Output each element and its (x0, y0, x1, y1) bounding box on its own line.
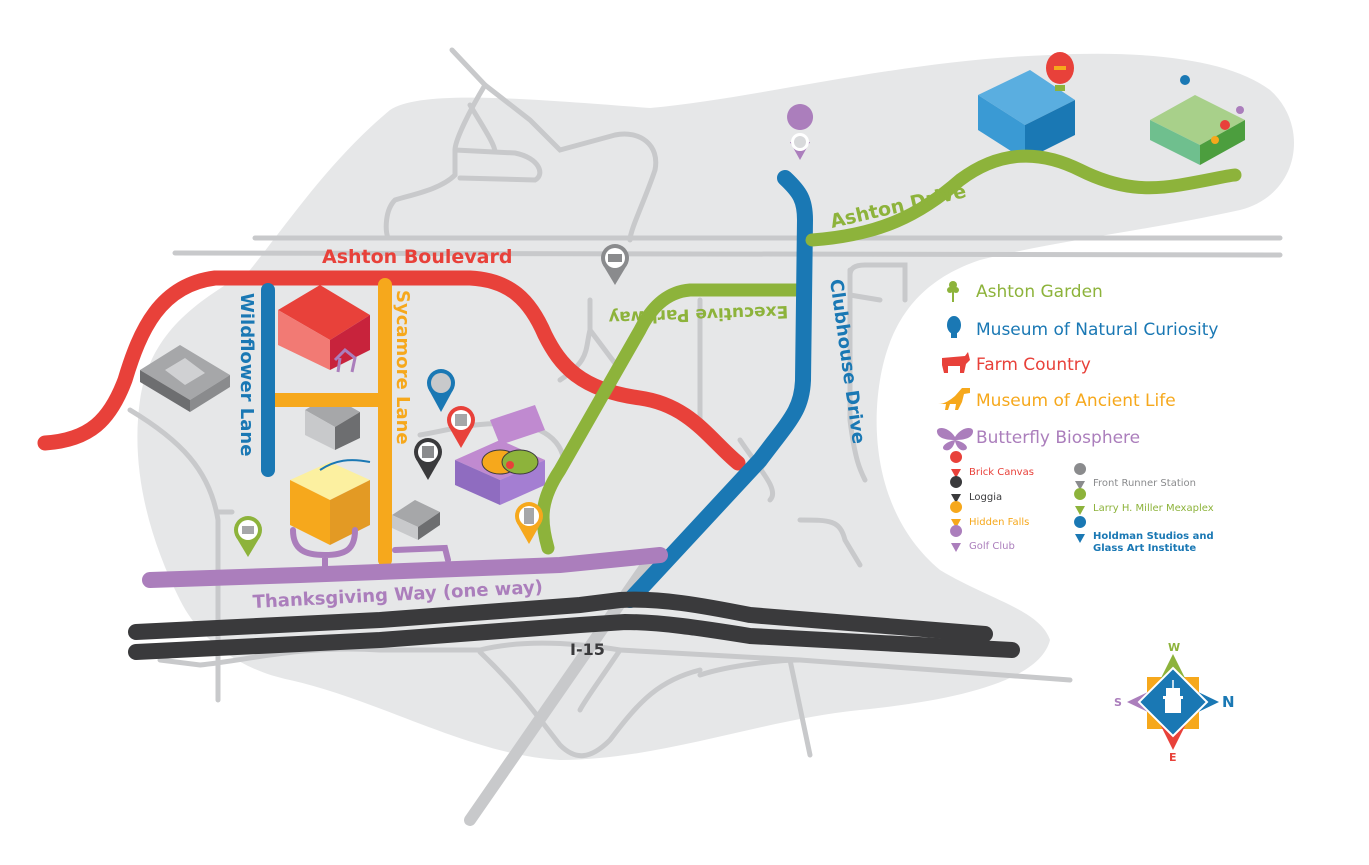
butterfly-biosphere-building (455, 405, 545, 505)
label-i15: I-15 (570, 640, 605, 659)
tower-icon (1163, 680, 1183, 713)
road-i15-upper (128, 591, 993, 642)
pin-hidden-falls[interactable] (515, 502, 543, 544)
road-clubhouse-drive (622, 170, 814, 608)
farm-country-barn (278, 273, 370, 373)
label-sycamore-lane: Sycamore Lane (392, 290, 413, 445)
pin-icon (950, 525, 963, 552)
road-executive-parkway (536, 283, 810, 555)
minor-road (787, 657, 813, 758)
minor-road (797, 517, 863, 568)
pin-icon (1074, 463, 1087, 490)
golf-clubhouse (392, 500, 440, 540)
road-ashton-boulevard (37, 270, 746, 471)
legend-label: Butterfly Biosphere (976, 428, 1140, 448)
legend-attractions: Ashton Garden Museum of Natural Curiosit… (936, 281, 1218, 451)
minor-road (383, 82, 488, 241)
ashton-garden-building (1150, 75, 1245, 165)
compass-rose: W E S N (1114, 641, 1235, 764)
legend-item-farm-country: Farm Country (942, 352, 1091, 375)
label-ashton-boulevard: Ashton Boulevard (322, 246, 512, 268)
legend-item-hidden-falls: Hidden Falls (950, 501, 1029, 528)
legend-label: Larry H. Miller Mexaplex (1093, 503, 1214, 514)
pin-icon (950, 476, 963, 503)
road-thanksgiving-way (142, 547, 668, 588)
legend-label: Golf Club (969, 541, 1015, 552)
legend-item-butterfly-biosphere: Butterfly Biosphere (936, 427, 1140, 451)
pin-icon (950, 501, 963, 528)
pin-front-runner-station[interactable] (601, 244, 629, 285)
legend-item-ashton-garden: Ashton Garden (947, 281, 1103, 302)
compass-label-east: E (1169, 751, 1177, 764)
pin-holdman-studios[interactable] (427, 369, 455, 412)
legend-label: Brick Canvas (969, 467, 1034, 478)
pin-larry-h-miller-megaplex[interactable] (234, 516, 262, 557)
legend-item-museum-of-ancient-life: Museum of Ancient Life (938, 388, 1176, 411)
minor-road (847, 292, 883, 303)
cow-icon (942, 352, 970, 373)
minor-road (172, 250, 1283, 258)
compass-label-north: N (1222, 693, 1235, 711)
compass-label-west: W (1168, 641, 1180, 654)
buildings (140, 52, 1245, 545)
legend-label: Museum of Ancient Life (976, 391, 1176, 411)
land-shape (137, 53, 1295, 761)
pin-icon (1074, 516, 1087, 543)
pin-loggia[interactable] (414, 438, 442, 480)
pin-golf-club[interactable] (787, 104, 814, 160)
legend-pins-left: Brick Canvas Loggia Hidden Falls Golf Cl… (950, 451, 1034, 552)
road-thanksgiving-spur (290, 527, 451, 571)
legend-item-larry-h-miller-megaplex: Larry H. Miller Mexaplex (1074, 488, 1214, 515)
tree-icon (947, 281, 959, 302)
label-wildflower-lane: Wildflower Lane (236, 293, 257, 456)
legend-label: Museum of Natural Curiosity (976, 320, 1218, 340)
butterfly-icon (936, 427, 974, 451)
legend-item-loggia: Loggia (950, 476, 1002, 503)
minor-road (452, 147, 543, 183)
pin-icon (950, 451, 963, 478)
minor-road (577, 647, 623, 713)
land-area (137, 53, 1295, 761)
legend-item-golf-club: Golf Club (950, 525, 1015, 552)
legend-label: Ashton Garden (976, 282, 1103, 302)
map-pins (234, 104, 814, 557)
legend-label: Hidden Falls (969, 517, 1029, 528)
legend-label-line2: Glass Art Institute (1093, 543, 1196, 554)
legend-label: Front Runner Station (1093, 478, 1196, 489)
legend-label: Farm Country (976, 355, 1091, 375)
balloon-icon (947, 316, 961, 338)
pin-icon (1074, 488, 1087, 515)
legend-pins-right: Front Runner Station Larry H. Miller Mex… (1074, 463, 1214, 554)
legend-item-holdman-studios: Holdman Studios and Glass Art Institute (1074, 516, 1214, 554)
apartment-complex (140, 345, 230, 412)
legend-item-brick-canvas: Brick Canvas (950, 451, 1034, 478)
road-ashton-drive (805, 149, 1242, 247)
legend-label: Holdman Studios and (1093, 531, 1214, 542)
legend-label: Loggia (969, 492, 1002, 503)
minor-road (449, 47, 659, 243)
minor-road (697, 657, 803, 678)
road-i15-lower (128, 613, 1020, 660)
minor-road (477, 649, 703, 759)
compass-label-south: S (1114, 696, 1122, 709)
museum-of-ancient-life (290, 459, 371, 545)
legend-item-museum-of-natural-curiosity: Museum of Natural Curiosity (947, 316, 1218, 340)
minor-road (847, 262, 908, 483)
pin-brick-canvas[interactable] (447, 406, 475, 448)
major-roads (37, 149, 1242, 660)
museum-of-natural-curiosity-building (978, 52, 1075, 160)
legend: Ashton Garden Museum of Natural Curiosit… (936, 281, 1218, 554)
dinosaur-icon (938, 388, 970, 410)
legend-item-front-runner-station: Front Runner Station (1074, 463, 1196, 490)
